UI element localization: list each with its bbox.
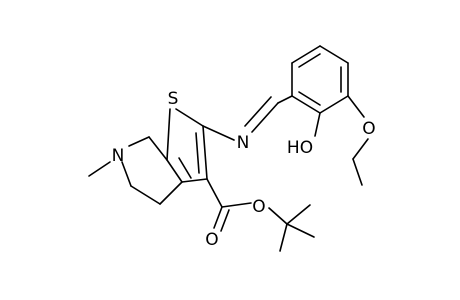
ether-oxygen-label: O — [362, 119, 375, 139]
ester-oxygen-label: O — [252, 197, 265, 217]
thiophene-ring — [166, 108, 208, 183]
amine-nitrogen-label: N — [112, 146, 125, 166]
n-methyl-bond — [88, 161, 111, 177]
imine-nitrogen-label: N — [237, 133, 250, 153]
tbu-methyl-3 — [286, 223, 315, 238]
oester-cquat-bond — [268, 207, 288, 225]
sulfur-label-bg — [165, 86, 181, 108]
c-oh-bond — [314, 112, 321, 137]
hydroxyl-label: HO — [287, 138, 313, 158]
sulfur-atom-label: S — [168, 89, 179, 109]
carbonyl-oester-bond — [221, 202, 252, 208]
phenol-ring — [291, 45, 349, 114]
ch-to-ring-bond — [277, 95, 293, 104]
tbu-methyl-2 — [286, 204, 311, 225]
c3-carbonyl-bond — [206, 178, 223, 208]
ch2-ch3-bond — [352, 158, 363, 186]
c-oethyl-bond — [347, 95, 365, 118]
imine-double-bond — [244, 96, 279, 133]
carbonyl-oxygen-label: O — [205, 230, 218, 250]
o-ch2-bond — [352, 138, 369, 160]
piperidine-ring — [121, 136, 183, 205]
c2-imine-bond — [202, 125, 235, 141]
carbonyl-double-bond — [213, 206, 230, 232]
tbu-methyl-1 — [279, 223, 288, 252]
